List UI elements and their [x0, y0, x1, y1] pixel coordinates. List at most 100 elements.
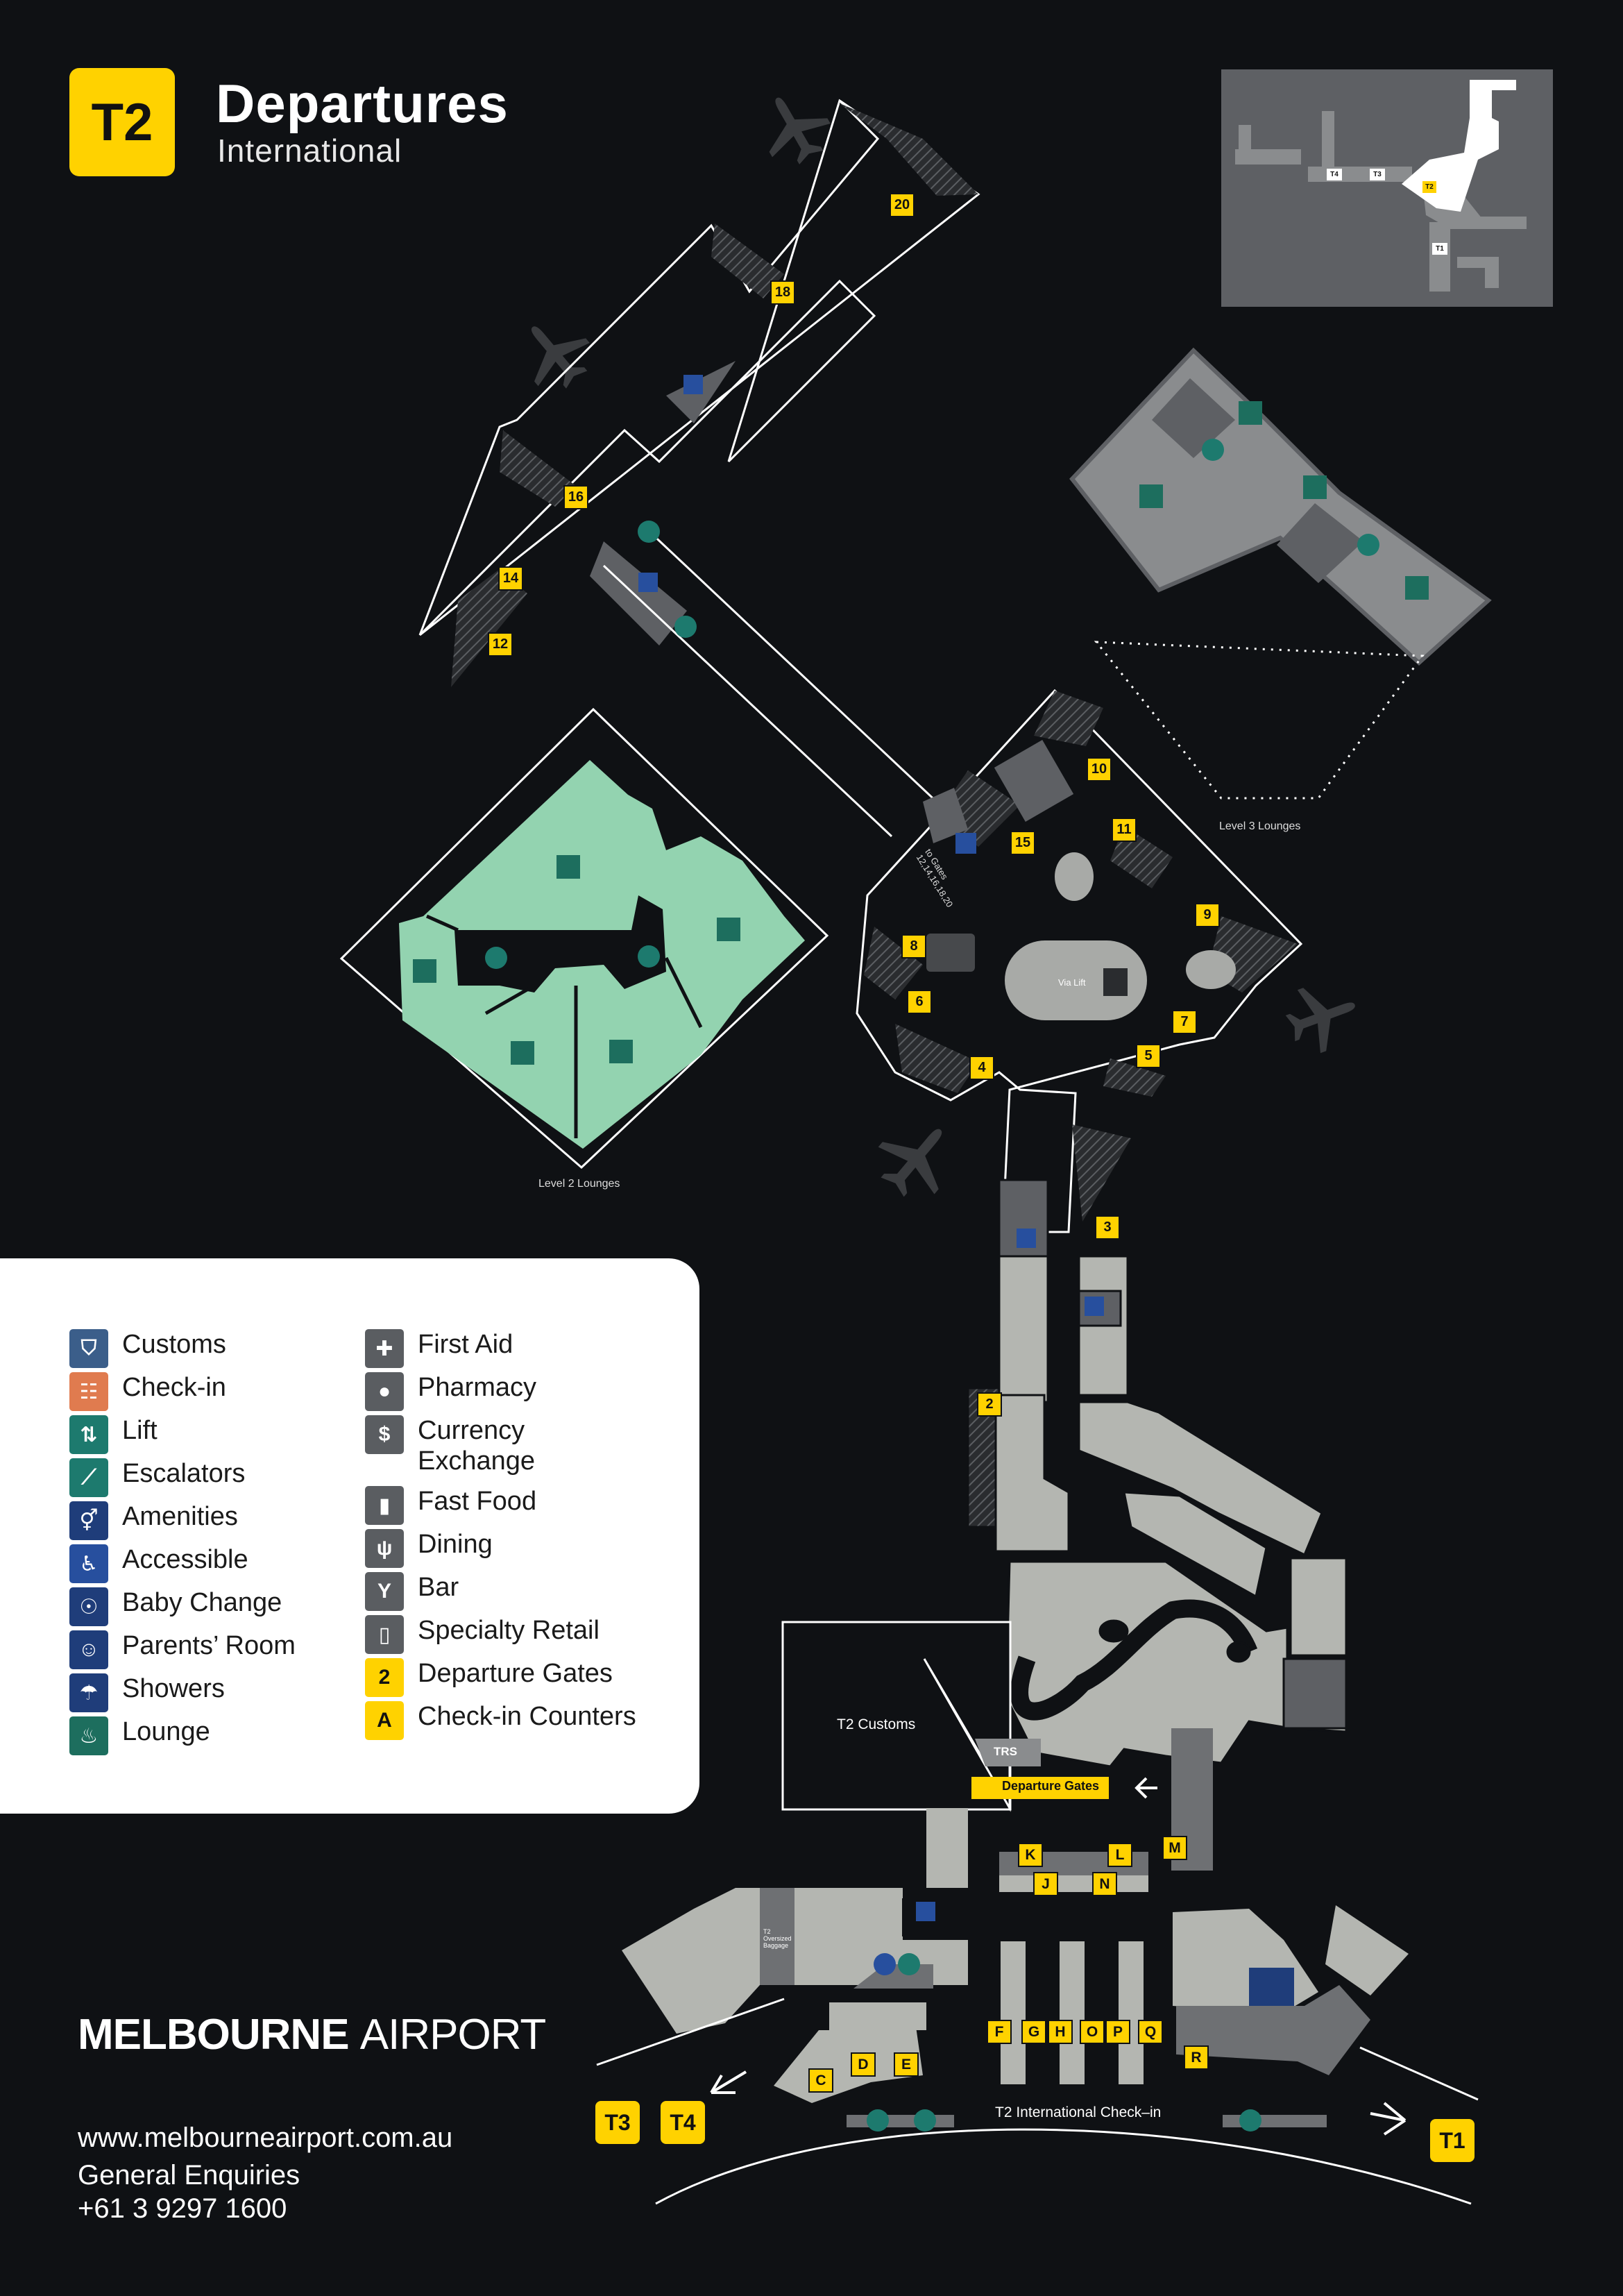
counter-E-marker[interactable]: E	[894, 2052, 919, 2077]
gate-2-marker[interactable]: 2	[977, 1392, 1002, 1417]
bar-icon: Y	[365, 1572, 404, 1611]
showers-icon: ☂	[69, 1673, 108, 1712]
pharmacy-icon: ●	[365, 1372, 404, 1411]
check-in-icon: ☷	[69, 1372, 108, 1411]
legend-label: Escalators	[122, 1459, 246, 1488]
accessible-icon: ♿	[69, 1544, 108, 1583]
legend-item: ☉ Baby Change	[69, 1587, 282, 1626]
counter-H-marker[interactable]: H	[1048, 2020, 1073, 2044]
map-service-icons	[413, 375, 1429, 1921]
counter-R-marker[interactable]: R	[1184, 2045, 1209, 2070]
legend-label: Departure Gates	[418, 1659, 613, 1688]
legend-item: ☺ Parents’ Room	[69, 1630, 296, 1669]
gate-11-marker[interactable]: 11	[1112, 818, 1137, 842]
oversized-baggage-label: T2 Oversized Baggage	[763, 1928, 792, 1949]
legend-label: Lift	[122, 1416, 158, 1445]
legend-item: ✚ First Aid	[365, 1329, 513, 1368]
gate-6-marker[interactable]: 6	[907, 990, 932, 1014]
gate-3-marker[interactable]: 3	[1095, 1215, 1120, 1240]
trs-label: TRS	[994, 1745, 1017, 1758]
legend-item: ▮Fast Food	[365, 1486, 536, 1525]
gate-18-marker[interactable]: 18	[770, 280, 795, 305]
legend-label: Showers	[122, 1674, 225, 1703]
escalator-icon: ⟋	[69, 1458, 108, 1497]
customs-icon: ⛉	[69, 1329, 108, 1368]
counter-C-marker[interactable]: C	[808, 2068, 833, 2093]
via-lift-label: Via Lift	[1058, 977, 1086, 988]
terminal-t1-marker[interactable]: T1	[1430, 2119, 1475, 2162]
gate-4-marker[interactable]: 4	[969, 1056, 994, 1080]
gate-8-marker[interactable]: 8	[901, 934, 926, 959]
lower-hall	[596, 1728, 1479, 2205]
counter-M-marker[interactable]: M	[1162, 1836, 1187, 1860]
legend-item: $Currency Exchange	[365, 1415, 535, 1476]
gate-5-marker[interactable]: 5	[1136, 1044, 1161, 1068]
terminal-t3-marker[interactable]: T3	[595, 2101, 640, 2144]
legend-label: Specialty Retail	[418, 1616, 600, 1645]
legend-panel: ⛉Customs☷Check-in⇅Lift⟋Escalators⚥Amenit…	[0, 1258, 699, 1814]
gate-16-marker[interactable]: 16	[563, 485, 588, 509]
gate-12-marker[interactable]: 12	[488, 632, 513, 657]
gate-7-marker[interactable]: 7	[1172, 1010, 1197, 1034]
counter-O-marker[interactable]: O	[1080, 2020, 1105, 2044]
legend-item: ⟋ Escalators	[69, 1458, 245, 1497]
counter-J-marker[interactable]: J	[1033, 1872, 1058, 1896]
legend-item: Y Bar	[365, 1572, 459, 1611]
checkin-hall-label: T2 International Check–in	[995, 2104, 1162, 2120]
counter-K-marker[interactable]: K	[1018, 1843, 1043, 1867]
level2-lounges-label: Level 2 Lounges	[538, 1178, 620, 1190]
amenities-icon: ⚥	[69, 1501, 108, 1540]
counter-Q-marker[interactable]: Q	[1138, 2020, 1163, 2044]
legend-item: ⛉ Customs	[69, 1329, 226, 1368]
terminal-badge: T2	[69, 68, 175, 176]
gate-10-marker[interactable]: 10	[1087, 757, 1112, 782]
counter-F-marker[interactable]: F	[987, 2020, 1012, 2044]
legend-label: Amenities	[122, 1502, 238, 1531]
retail-icon: ▯	[365, 1615, 404, 1654]
legend-item: ⚥ Amenities	[69, 1501, 238, 1540]
legend-label: Customs	[122, 1330, 226, 1359]
gate-14-marker[interactable]: 14	[498, 566, 523, 591]
legend-label: Parents’ Room	[122, 1631, 296, 1660]
first-aid-icon: ✚	[365, 1329, 404, 1368]
lounge-icon: ♨	[69, 1716, 108, 1755]
legend-item: ⇅ Lift	[69, 1415, 158, 1454]
legend-label: Lounge	[122, 1717, 210, 1746]
legend-label: Currency Exchange	[418, 1416, 536, 1476]
gate-9-marker[interactable]: 9	[1195, 903, 1220, 927]
page-title: Departures	[216, 73, 509, 134]
main-terminal	[956, 1179, 1348, 1768]
baby-change-icon: ☉	[69, 1587, 108, 1626]
departure-gates-sign: Departure Gates	[1002, 1779, 1100, 1793]
counter-N-marker[interactable]: N	[1092, 1872, 1117, 1896]
legend-label: Fast Food	[418, 1487, 537, 1516]
legend-item: ▯ Specialty Retail	[365, 1615, 600, 1654]
phone-number[interactable]: +61 3 9297 1600	[78, 2193, 287, 2224]
lift-icon: ⇅	[69, 1415, 108, 1454]
airport-logo: MELBOURNE AIRPORT	[78, 2011, 546, 2059]
gate-15-marker[interactable]: 15	[1010, 831, 1035, 855]
legend-label: Accessible	[122, 1545, 248, 1574]
legend-label: Baby Change	[122, 1588, 282, 1617]
parents-room-icon: ☺	[69, 1630, 108, 1669]
counter-marker-icon: A	[365, 1701, 404, 1740]
terminal-t4-marker[interactable]: T4	[661, 2101, 705, 2144]
counter-G-marker[interactable]: G	[1021, 2020, 1046, 2044]
plane-icon	[864, 1106, 969, 1211]
legend-label: Bar	[418, 1573, 459, 1602]
legend-label: First Aid	[418, 1330, 513, 1359]
counter-L-marker[interactable]: L	[1107, 1843, 1132, 1867]
level3-lounges	[1069, 347, 1492, 800]
counter-D-marker[interactable]: D	[851, 2052, 876, 2077]
plane-icon	[507, 305, 603, 402]
legend-item: ♿ Accessible	[69, 1544, 248, 1583]
counter-P-marker[interactable]: P	[1105, 2020, 1130, 2044]
website-link[interactable]: www.melbourneairport.com.au	[78, 2122, 453, 2153]
legend-item: ●Pharmacy	[365, 1372, 536, 1411]
level3-lounges-label: Level 3 Lounges	[1219, 820, 1301, 832]
inset-t4-marker: T4	[1327, 169, 1342, 180]
gate-20-marker[interactable]: 20	[890, 193, 915, 217]
page-subtitle: International	[217, 133, 402, 169]
